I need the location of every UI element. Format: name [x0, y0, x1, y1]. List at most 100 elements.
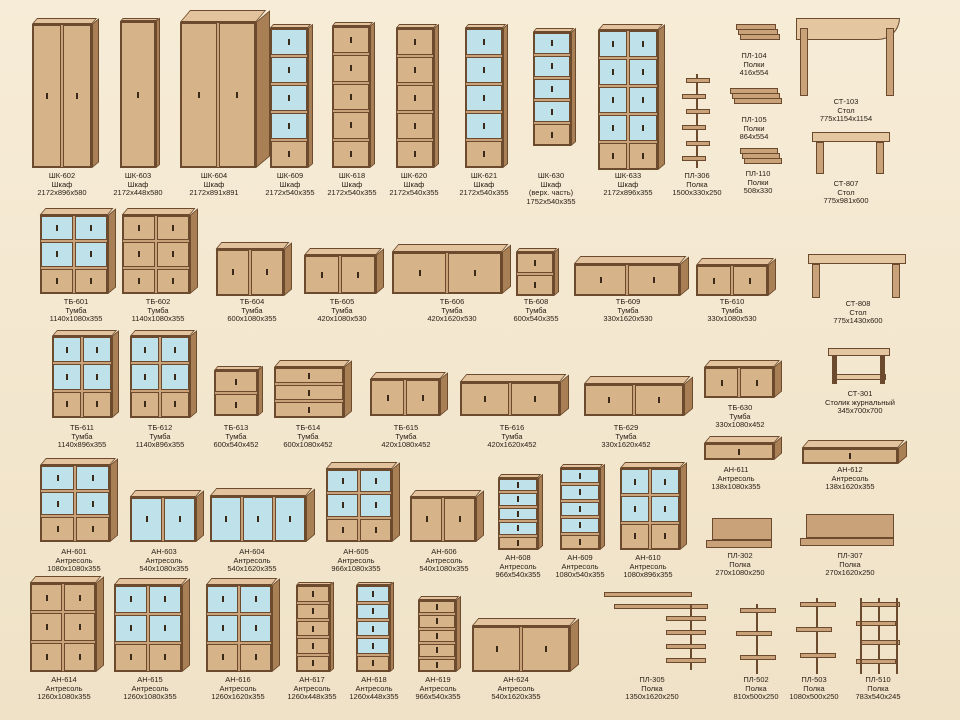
furniture-panel [397, 28, 433, 55]
item-code: ШК-630 [537, 171, 565, 180]
shelf-board-icon [734, 98, 782, 104]
furniture-handle [642, 69, 644, 76]
furniture-handle [66, 401, 68, 408]
item-code: АН-612 [837, 465, 863, 474]
shelf-board-icon [666, 630, 706, 635]
item-code: ТБ-629 [613, 423, 639, 432]
furniture-handle [612, 97, 614, 104]
shelf-board-icon [666, 644, 706, 649]
shelf-board-icon [856, 659, 896, 664]
furniture-top [274, 360, 350, 368]
furniture-handle [517, 482, 519, 489]
item-name: Шкаф [279, 179, 301, 189]
item-size: 600х1080х452 [283, 440, 333, 450]
item-code: ШК-604 [200, 171, 228, 180]
furniture-handle [308, 406, 310, 413]
furniture-handle [483, 122, 485, 129]
furniture-top [802, 440, 905, 448]
furniture-side [376, 248, 385, 294]
furniture-side [272, 578, 280, 672]
furniture-handle [45, 594, 48, 601]
furniture-handle [144, 374, 146, 381]
furniture-handle [66, 346, 68, 353]
item-size: 2172х448х580 [113, 188, 163, 198]
furniture-handle [612, 153, 614, 159]
furniture-handle [713, 277, 715, 284]
furniture-handle [172, 224, 174, 231]
item-name: Антресоль [497, 683, 535, 693]
item-name: Тумба [225, 431, 247, 441]
furniture-handle [289, 515, 291, 522]
furniture-handle [484, 395, 486, 402]
shelf-board-icon [604, 592, 692, 597]
furniture-handle [90, 251, 92, 258]
furniture-top [472, 618, 577, 626]
furniture-side [570, 618, 580, 672]
item-name: Стол [837, 187, 855, 197]
furniture-handle [664, 533, 666, 540]
item-name: Тумба [729, 411, 751, 421]
